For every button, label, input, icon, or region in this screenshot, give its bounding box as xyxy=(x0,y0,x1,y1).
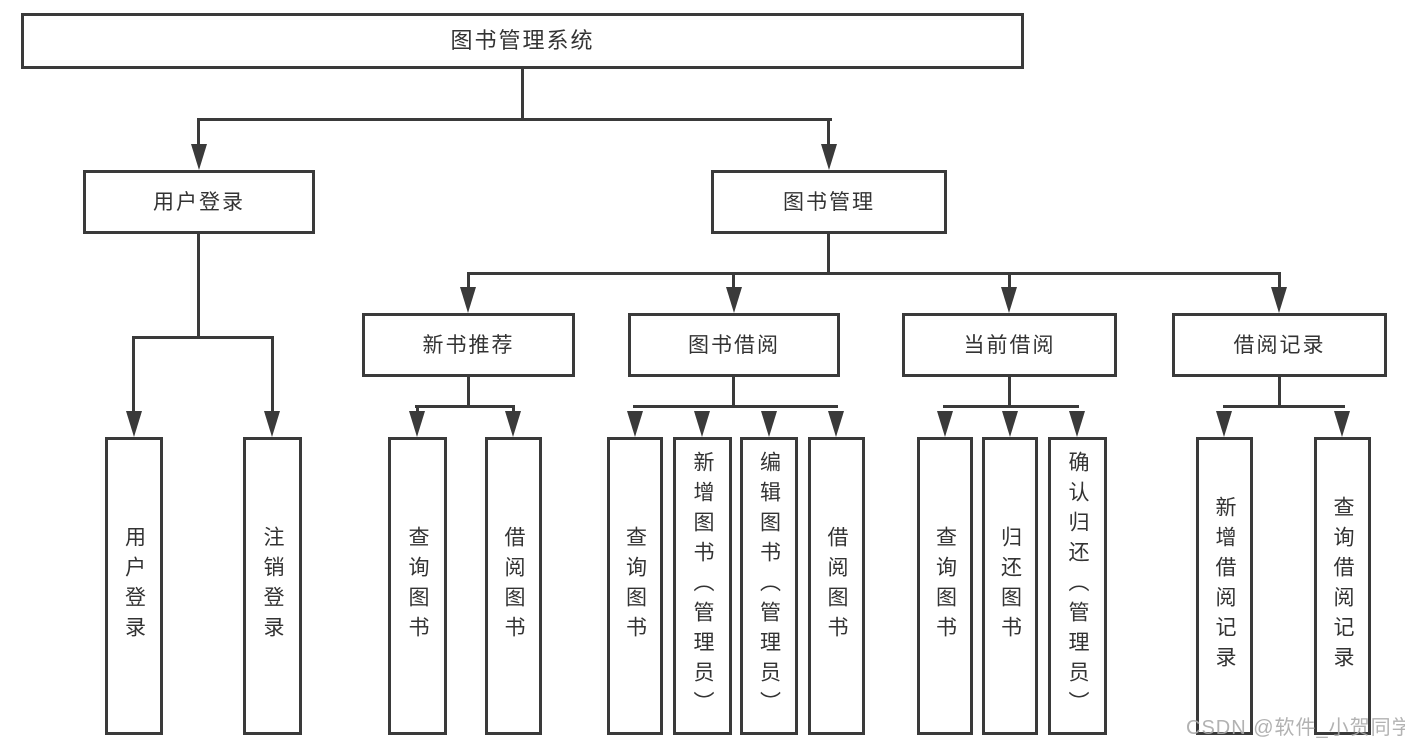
leaf-borrow-add-books-admin-label: 新增图书（管理员） xyxy=(691,451,714,721)
node-new-book-recommend-label: 新书推荐 xyxy=(422,333,515,357)
leaf-borrow-borrow-books-label: 借阅图书 xyxy=(825,526,848,646)
arrow-head xyxy=(126,411,142,437)
leaf-records-query-record: 查询借阅记录 xyxy=(1314,437,1371,735)
leaf-user-login-label: 用户登录 xyxy=(122,526,146,646)
leaf-current-return-books: 归还图书 xyxy=(982,437,1038,735)
node-current-borrowing-label: 当前借阅 xyxy=(963,333,1056,357)
node-book-management: 图书管理 xyxy=(711,170,947,234)
leaf-records-add-record-label: 新增借阅记录 xyxy=(1213,496,1236,676)
connector-line xyxy=(633,405,838,408)
leaf-borrow-query-books: 查询图书 xyxy=(607,437,663,735)
connector-line xyxy=(1278,377,1281,408)
connector-line xyxy=(416,405,419,415)
connector-line xyxy=(415,405,515,408)
arrow-head xyxy=(937,411,953,437)
connector-line xyxy=(467,272,470,289)
leaf-borrow-add-books-admin: 新增图书（管理员） xyxy=(673,437,732,735)
node-borrowing-records-label: 借阅记录 xyxy=(1233,333,1326,357)
connector-line xyxy=(467,377,470,408)
connector-line xyxy=(732,377,735,408)
leaf-records-add-record: 新增借阅记录 xyxy=(1196,437,1253,735)
connector-line xyxy=(271,336,274,413)
arrow-head xyxy=(1334,411,1350,437)
node-library-system: 图书管理系统 xyxy=(21,13,1024,69)
arrow-head xyxy=(1002,411,1018,437)
connector-line xyxy=(827,234,830,275)
connector-line xyxy=(521,69,524,118)
connector-line xyxy=(132,336,135,413)
node-new-book-recommend: 新书推荐 xyxy=(362,313,575,377)
leaf-current-query-books-label: 查询图书 xyxy=(933,526,957,646)
leaf-logout-label: 注销登录 xyxy=(261,526,284,646)
connector-line xyxy=(1008,272,1011,289)
leaf-newbook-query-books-label: 查询图书 xyxy=(406,526,429,646)
connector-line xyxy=(943,405,1079,408)
connector-line xyxy=(197,234,200,339)
arrow-head xyxy=(264,411,280,437)
node-book-borrowing-label: 图书借阅 xyxy=(688,333,780,357)
node-library-system-label: 图书管理系统 xyxy=(450,28,595,53)
arrow-head xyxy=(1216,411,1232,437)
arrow-head xyxy=(821,144,837,170)
connector-line xyxy=(732,272,735,289)
leaf-records-query-record-label: 查询借阅记录 xyxy=(1331,496,1354,676)
connector-line xyxy=(1223,405,1345,408)
arrow-head xyxy=(409,411,425,437)
leaf-borrow-borrow-books: 借阅图书 xyxy=(808,437,865,735)
node-book-management-label: 图书管理 xyxy=(783,190,875,214)
leaf-current-confirm-return-admin-label: 确认归还（管理员） xyxy=(1066,451,1089,721)
arrow-head xyxy=(726,287,742,313)
arrow-head xyxy=(191,144,207,170)
arrow-head xyxy=(1001,287,1017,313)
leaf-borrow-edit-books-admin-label: 编辑图书（管理员） xyxy=(757,451,781,721)
connector-line xyxy=(827,118,830,148)
connector-line xyxy=(467,272,1281,275)
connector-line xyxy=(197,118,832,121)
connector-line xyxy=(1278,272,1281,289)
node-user-login-label: 用户登录 xyxy=(153,190,245,214)
leaf-user-login: 用户登录 xyxy=(105,437,163,735)
node-user-login: 用户登录 xyxy=(83,170,315,234)
connector-line xyxy=(132,336,274,339)
leaf-current-return-books-label: 归还图书 xyxy=(998,526,1022,646)
connector-line xyxy=(197,118,200,148)
arrow-head xyxy=(761,411,777,437)
leaf-borrow-edit-books-admin: 编辑图书（管理员） xyxy=(740,437,798,735)
arrow-head xyxy=(1069,411,1085,437)
arrow-head xyxy=(828,411,844,437)
connector-line xyxy=(1008,377,1011,408)
node-borrowing-records: 借阅记录 xyxy=(1172,313,1387,377)
watermark: CSDN @软件_小贺同学 xyxy=(1186,717,1405,739)
leaf-newbook-borrow-books-label: 借阅图书 xyxy=(502,526,525,646)
leaf-newbook-query-books: 查询图书 xyxy=(388,437,447,735)
leaf-current-query-books: 查询图书 xyxy=(917,437,973,735)
leaf-borrow-query-books-label: 查询图书 xyxy=(623,526,647,646)
arrow-head xyxy=(1271,287,1287,313)
node-current-borrowing: 当前借阅 xyxy=(902,313,1117,377)
arrow-head xyxy=(460,287,476,313)
leaf-current-confirm-return-admin: 确认归还（管理员） xyxy=(1048,437,1107,735)
leaf-logout: 注销登录 xyxy=(243,437,302,735)
leaf-newbook-borrow-books: 借阅图书 xyxy=(485,437,542,735)
node-book-borrowing: 图书借阅 xyxy=(628,313,840,377)
arrow-head xyxy=(627,411,643,437)
connector-line xyxy=(512,405,515,415)
arrow-head xyxy=(505,411,521,437)
arrow-head xyxy=(694,411,710,437)
